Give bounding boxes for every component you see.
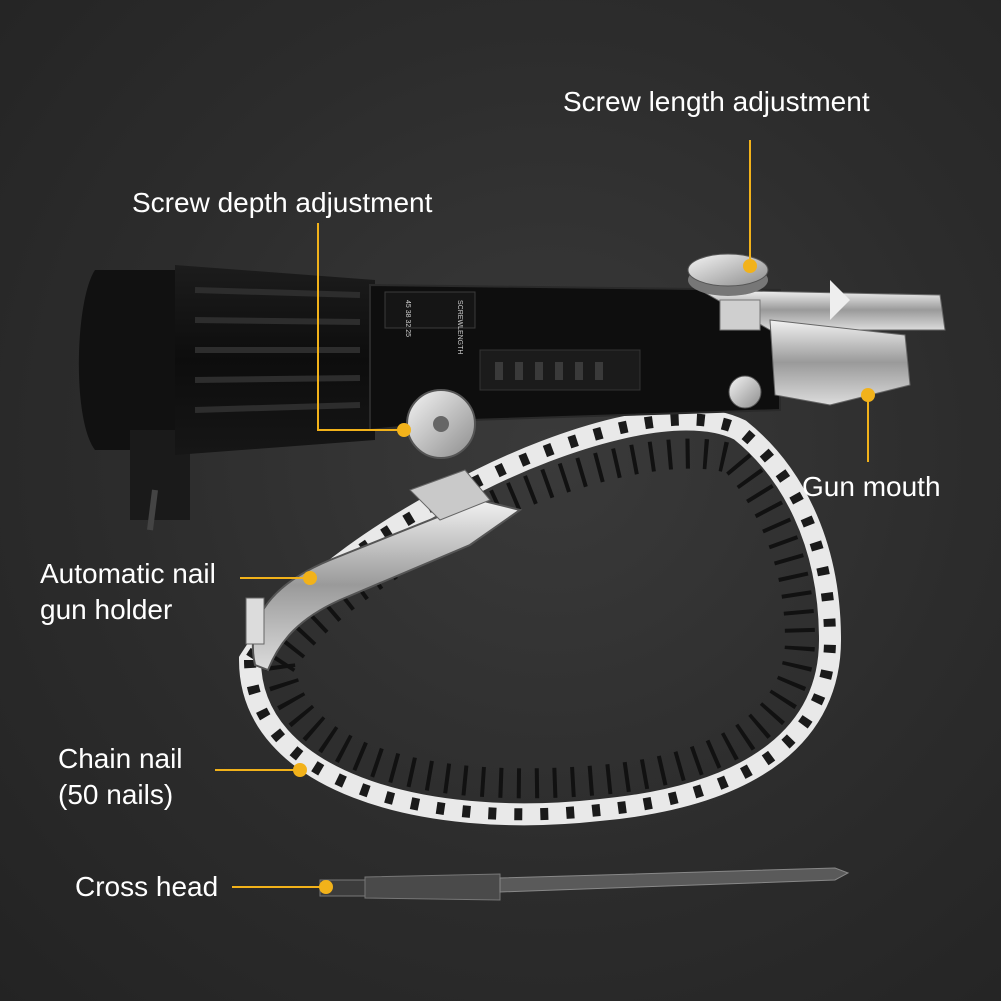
dot-screw-length [743, 259, 757, 273]
scale-title: SCREWLENGTH [456, 300, 463, 354]
label-chain-line1: Chain nail [58, 743, 183, 774]
label-screw-depth-text: Screw depth adjustment [132, 187, 433, 218]
dot-holder [303, 571, 317, 585]
chain-nail-belt [238, 408, 842, 826]
label-chain-nail: Chain nail (50 nails) [58, 741, 183, 813]
dot-chain-nail [293, 763, 307, 777]
label-screw-length-adjustment: Screw length adjustment [563, 84, 870, 120]
dot-screw-depth [397, 423, 411, 437]
label-holder-line1: Automatic nail [40, 558, 216, 589]
screw-length-knob [687, 253, 769, 296]
label-screw-length-text: Screw length adjustment [563, 86, 870, 117]
callout-leaders [215, 140, 869, 888]
label-gun-mouth: Gun mouth [802, 469, 941, 505]
metal-nose-rail [699, 280, 946, 406]
tool-body [369, 283, 781, 432]
label-automatic-nail-gun-holder: Automatic nail gun holder [40, 556, 216, 628]
screw-length-scale: SCREWLENGTH 45 38 32 25 [404, 300, 463, 354]
label-cross-head: Cross head [75, 869, 218, 905]
leader-screw-depth [317, 223, 404, 431]
label-chain-line2: (50 nails) [58, 779, 174, 810]
dot-gun-mouth [861, 388, 875, 402]
label-gun-mouth-text: Gun mouth [802, 471, 941, 502]
label-cross-head-text: Cross head [75, 871, 219, 902]
scale-numbers: 45 38 32 25 [404, 300, 411, 337]
nail-gun-holder-bracket [245, 469, 523, 672]
label-screw-depth-adjustment: Screw depth adjustment [132, 185, 432, 221]
chuck-sleeve [78, 265, 375, 531]
cross-head-bit [319, 867, 850, 901]
screw-depth-knob [406, 375, 762, 459]
label-holder-line2: gun holder [40, 594, 173, 625]
dot-cross-head [319, 880, 333, 894]
callout-dots [293, 259, 875, 894]
